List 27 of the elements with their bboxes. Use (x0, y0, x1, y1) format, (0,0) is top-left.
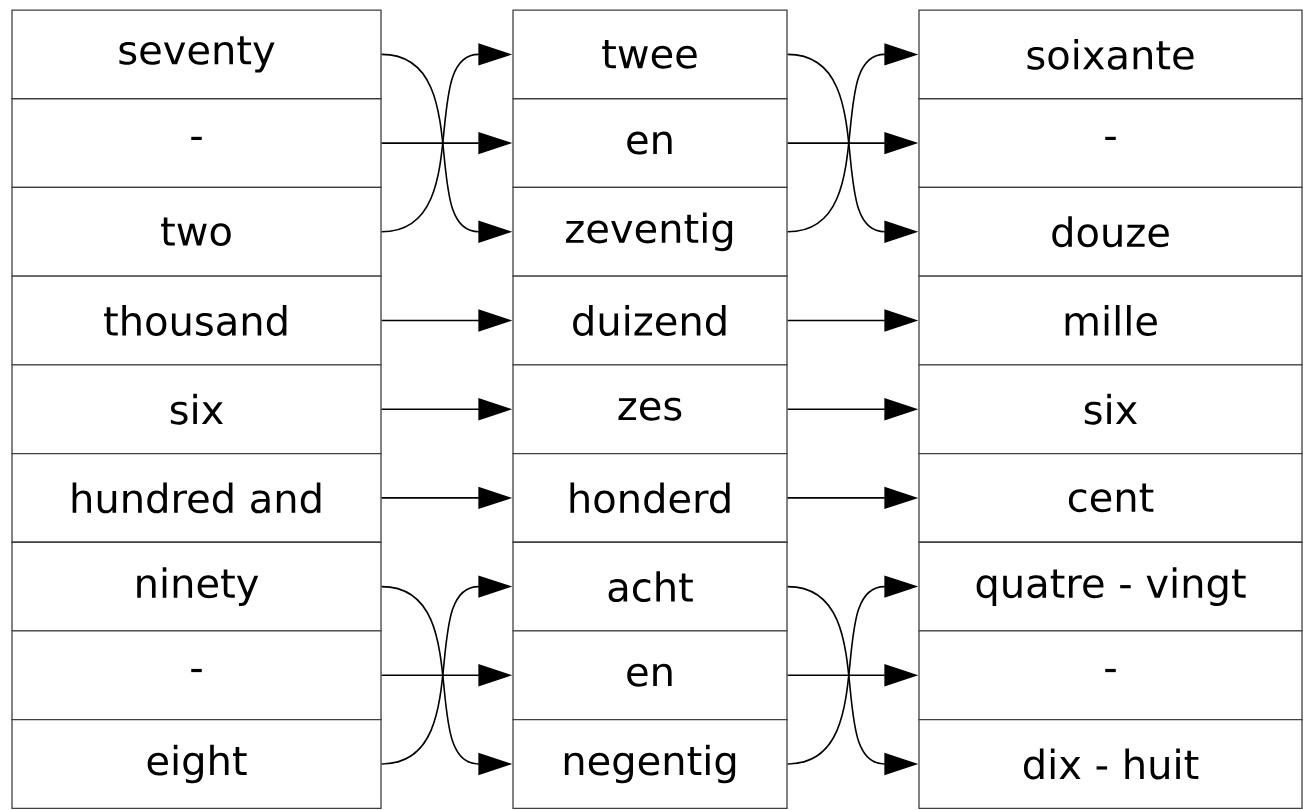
table-cell: douze (918, 186, 1303, 277)
table-cell: - (918, 630, 1303, 721)
table-cell: negentig (512, 719, 788, 809)
table-cell: eight (11, 719, 382, 809)
table-cell: mille (918, 275, 1303, 366)
table-cell: twee (512, 9, 788, 100)
table-cell: en (512, 98, 788, 189)
table-cell: quatre - vingt (918, 541, 1303, 632)
table-cell: honderd (512, 452, 788, 543)
table-cell: - (11, 630, 382, 721)
table-cell: zeventig (512, 186, 788, 277)
table-cell: cent (918, 452, 1303, 543)
table-cell: - (11, 98, 382, 189)
table-cell: - (918, 98, 1303, 189)
table-cell: six (918, 364, 1303, 455)
table-cell: thousand (11, 275, 382, 366)
table-cell: ninety (11, 541, 382, 632)
table-cell: seventy (11, 9, 382, 100)
table-cell: acht (512, 541, 788, 632)
table-cell: dix - huit (918, 719, 1303, 809)
table-cell: zes (512, 364, 788, 455)
table-cell: six (11, 364, 382, 455)
table-cell: soixante (918, 9, 1303, 100)
table-cell: duizend (512, 275, 788, 366)
table-cell: two (11, 186, 382, 277)
table-cell: en (512, 630, 788, 721)
table-cell: hundred and (11, 452, 382, 543)
